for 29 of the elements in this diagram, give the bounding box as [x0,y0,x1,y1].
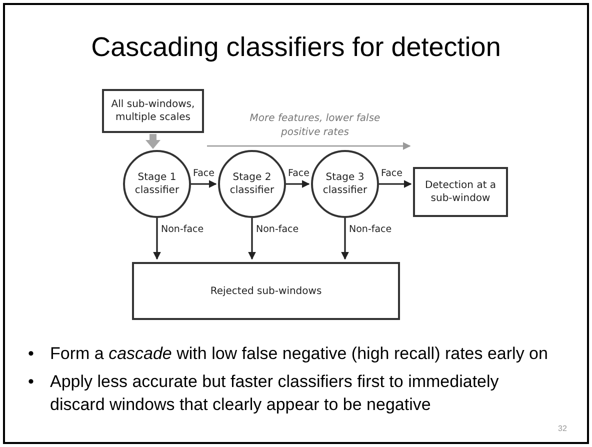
edge-label: Face [381,168,402,179]
bullet-marker: • [28,370,35,393]
bullet-marker: • [28,343,35,365]
arrow [148,134,158,149]
arrow [248,218,256,260]
slide-title: Cascading classifiers for detection [90,32,502,63]
node-label: Stage 1 classifier [134,171,180,197]
arrow [191,180,217,188]
direction-note: More features, lower false positive rates [248,112,382,139]
edge-label: Face [288,168,310,179]
edge-label: Non-face [161,224,204,235]
process-box [413,167,508,217]
page-number: 32 [558,424,567,433]
bullet-text: Apply less accurate but faster classifiers first to immediately discard windows that clearly appear to be negative [50,370,500,416]
process-box [132,262,400,320]
node-label: Detection at a sub-window [424,179,498,205]
edge-label: Non-face [256,224,299,235]
edge-label: Face [193,168,214,179]
arrow [341,218,349,260]
edge-label: Non-face [349,224,392,235]
process-box [102,89,204,133]
node-label: Stage 2 classifier [228,171,276,197]
node-label: Rejected sub-windows [210,284,322,298]
arrow [379,180,412,188]
node-label: All sub-windows, multiple scales [110,98,196,124]
arrow [153,218,161,260]
bullet-text: Form a cascade with low false negative (high recall) rates early on [50,343,549,365]
arrow [286,180,310,188]
node-label: Stage 3 classifier [322,171,368,197]
